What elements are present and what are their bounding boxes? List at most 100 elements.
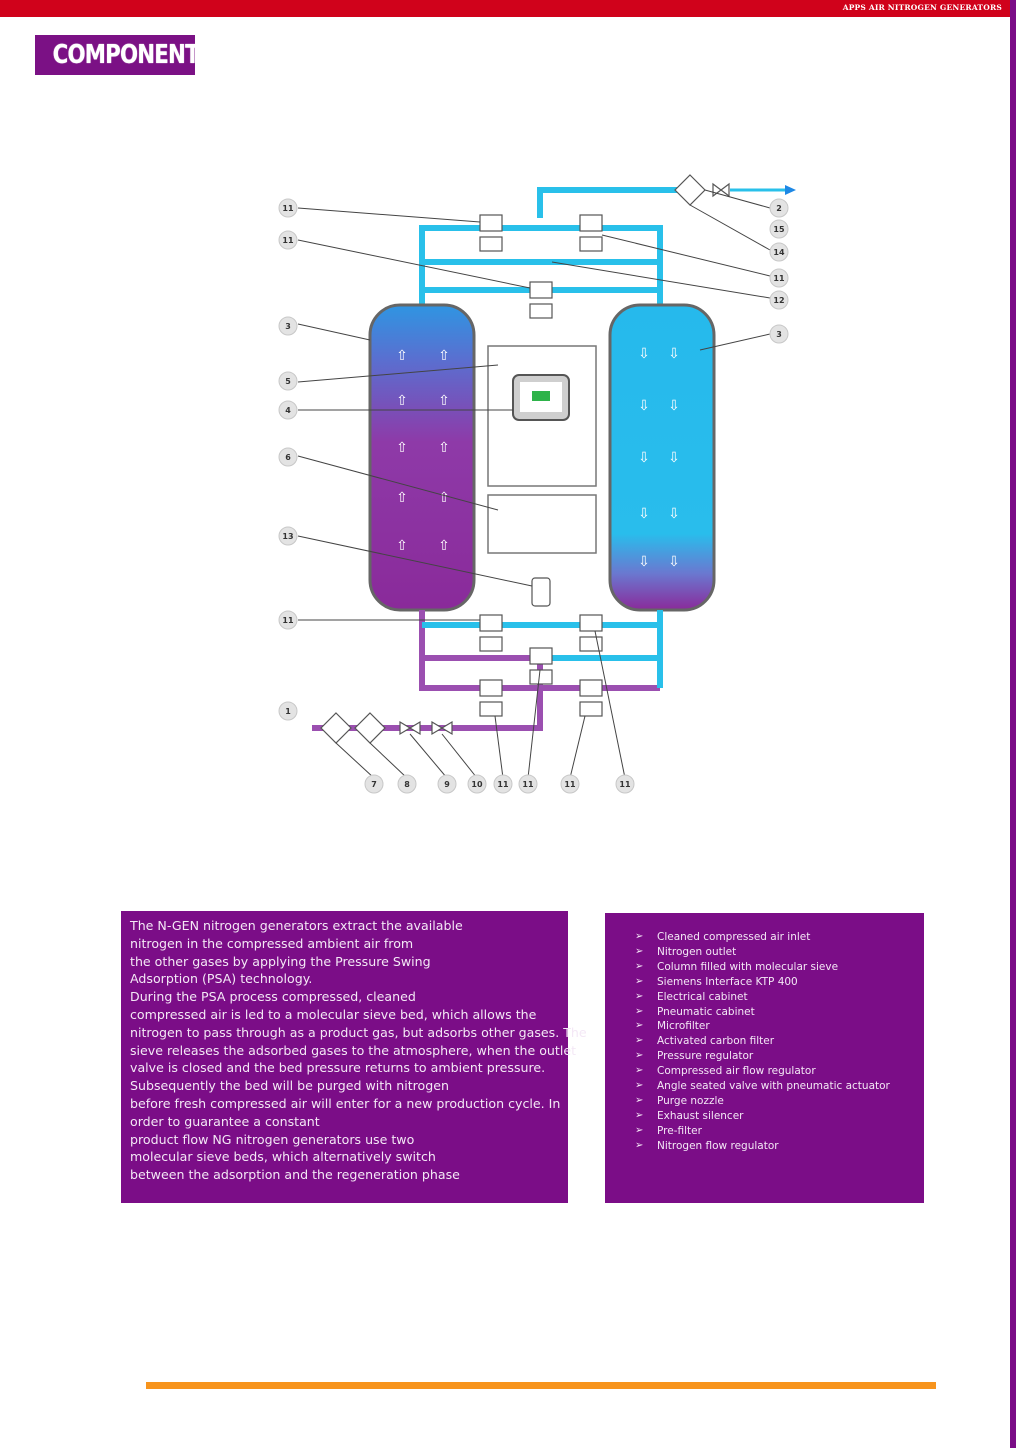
- svg-text:⇧: ⇧: [396, 538, 408, 554]
- description-line: before fresh compressed air will enter f…: [130, 1095, 561, 1111]
- right-accent-bar: [1010, 0, 1016, 1448]
- description-line: Adsorption (PSA) technology.: [130, 971, 313, 987]
- check-arrow-icon: ➢: [635, 1139, 644, 1151]
- list-item: ➢Activated carbon filter: [635, 1035, 775, 1048]
- header-brand: APPS AIR NITROGEN GENERATORS: [842, 3, 1002, 12]
- list-item: ➢Microfilter: [635, 1020, 710, 1033]
- description-line: nitrogen in the compressed ambient air f…: [130, 935, 414, 951]
- callout-label: 15: [773, 225, 785, 234]
- left-column: [368, 303, 476, 612]
- diagram-svg: ⇧⇧ ⇧⇧ ⇧⇧ ⇧⇧ ⇧⇧ ⇩⇩ ⇩⇩ ⇩⇩ ⇩⇩ ⇩⇩: [278, 174, 796, 794]
- check-arrow-icon: ➢: [635, 1065, 644, 1077]
- callout-label: 10: [471, 780, 483, 789]
- callout-label: 14: [773, 248, 785, 257]
- list-item: ➢Cleaned compressed air inlet: [635, 931, 811, 943]
- callout-label: 1: [285, 707, 291, 716]
- svg-text:⇩: ⇩: [668, 554, 680, 570]
- section-title: COMPONENTS: [35, 35, 214, 75]
- description-line: molecular sieve beds, which alternativel…: [130, 1149, 436, 1165]
- list-item: ➢Pressure regulator: [635, 1050, 754, 1063]
- description-box: The N-GEN nitrogen generators extract th…: [121, 911, 587, 1203]
- check-arrow-icon: ➢: [635, 945, 644, 957]
- list-item: ➢Electrical cabinet: [635, 990, 748, 1003]
- description-line: During the PSA process compressed, clean…: [130, 989, 416, 1005]
- callout-label: 4: [285, 406, 291, 415]
- list-item: ➢Exhaust silencer: [635, 1109, 744, 1122]
- list-item: ➢Siemens Interface KTP 400: [635, 975, 798, 988]
- svg-text:⇧: ⇧: [396, 440, 408, 456]
- description-line: sieve releases the adsorbed gases to the…: [130, 1042, 577, 1058]
- callout-label: 5: [285, 377, 291, 386]
- svg-text:⇧: ⇧: [396, 348, 408, 364]
- callout-label: 11: [564, 780, 576, 789]
- check-arrow-icon: ➢: [635, 931, 644, 942]
- callout-label: 9: [444, 780, 450, 789]
- svg-text:⇩: ⇩: [668, 398, 680, 414]
- svg-text:⇧: ⇧: [438, 538, 450, 554]
- callout-label: 8: [404, 780, 410, 789]
- description-line: product flow NG nitrogen generators use …: [130, 1131, 415, 1147]
- check-arrow-icon: ➢: [635, 990, 644, 1002]
- check-arrow-icon: ➢: [635, 1094, 644, 1106]
- description-line: The N-GEN nitrogen generators extract th…: [130, 918, 463, 933]
- header-bar: APPS AIR NITROGEN GENERATORS: [0, 0, 1010, 17]
- list-item: ➢Pneumatic cabinet: [635, 1005, 755, 1018]
- list-item: ➢Compressed air flow regulator: [635, 1065, 816, 1078]
- valves: [479, 214, 603, 717]
- description-line: nitrogen to pass through as a product ga…: [130, 1024, 587, 1040]
- callout-label: 11: [282, 616, 294, 625]
- svg-text:⇩: ⇩: [638, 554, 650, 570]
- callout-label: 6: [285, 453, 291, 462]
- svg-text:⇧: ⇧: [438, 440, 450, 456]
- callout-label: 7: [371, 780, 377, 789]
- list-item: ➢Angle seated valve with pneumatic actua…: [635, 1080, 890, 1093]
- callout-label: 2: [776, 204, 782, 213]
- list-item: ➢Column filled with molecular sieve: [635, 960, 839, 973]
- description-line: compressed air is led to a molecular sie…: [130, 1006, 537, 1022]
- description-line: valve is closed and the bed pressure ret…: [130, 1060, 546, 1076]
- callout-labels: 11 11 3 5 4 6 13 11 1 2 15 14 11 12 3 7 …: [282, 204, 785, 789]
- svg-text:⇩: ⇩: [638, 450, 650, 466]
- callout-label: 13: [282, 532, 293, 541]
- description-line: between the adsorption and the regenerat…: [130, 1167, 460, 1183]
- callout-label: 11: [497, 780, 509, 789]
- list-item: ➢Pre-filter: [635, 1124, 702, 1137]
- check-arrow-icon: ➢: [635, 1050, 644, 1062]
- electrical-cabinet: [487, 494, 597, 554]
- svg-text:⇧: ⇧: [438, 490, 450, 506]
- callout-label: 11: [282, 236, 294, 245]
- right-column: [608, 303, 716, 612]
- callout-label: 11: [282, 204, 294, 213]
- check-arrow-icon: ➢: [635, 1020, 644, 1032]
- callout-label: 11: [619, 780, 631, 789]
- check-arrow-icon: ➢: [635, 975, 644, 987]
- list-item: ➢Purge nozzle: [635, 1094, 724, 1107]
- check-arrow-icon: ➢: [635, 1109, 644, 1121]
- components-list-box: ➢Cleaned compressed air inlet ➢Nitrogen …: [605, 913, 924, 1203]
- callout-label: 11: [522, 780, 534, 789]
- callout-label: 12: [773, 296, 784, 305]
- description-line: Subsequently the bed will be purged with…: [130, 1078, 449, 1094]
- footer-accent-line: [146, 1382, 936, 1389]
- callout-label: 11: [773, 274, 785, 283]
- check-arrow-icon: ➢: [635, 1005, 644, 1017]
- check-arrow-icon: ➢: [635, 1035, 644, 1047]
- list-item: ➢Nitrogen outlet: [635, 945, 737, 958]
- svg-text:⇩: ⇩: [668, 450, 680, 466]
- check-arrow-icon: ➢: [635, 1080, 644, 1092]
- svg-text:⇧: ⇧: [396, 490, 408, 506]
- psa-diagram: ⇧⇧ ⇧⇧ ⇧⇧ ⇧⇧ ⇧⇧ ⇩⇩ ⇩⇩ ⇩⇩ ⇩⇩ ⇩⇩: [270, 170, 810, 800]
- check-arrow-icon: ➢: [635, 960, 644, 972]
- svg-text:⇧: ⇧: [438, 348, 450, 364]
- components-list: ➢Cleaned compressed air inlet ➢Nitrogen …: [635, 930, 924, 1154]
- description-line: order to guarantee a constant: [130, 1113, 320, 1129]
- list-item: ➢Nitrogen flow regulator: [635, 1139, 779, 1152]
- callout-label: 3: [776, 330, 782, 339]
- callout-label: 3: [285, 322, 291, 331]
- check-arrow-icon: ➢: [635, 1124, 644, 1136]
- svg-text:⇧: ⇧: [396, 393, 408, 409]
- svg-text:⇩: ⇩: [638, 346, 650, 362]
- svg-text:⇧: ⇧: [438, 393, 450, 409]
- description-line: the other gases by applying the Pressure…: [130, 953, 431, 969]
- svg-text:⇩: ⇩: [668, 346, 680, 362]
